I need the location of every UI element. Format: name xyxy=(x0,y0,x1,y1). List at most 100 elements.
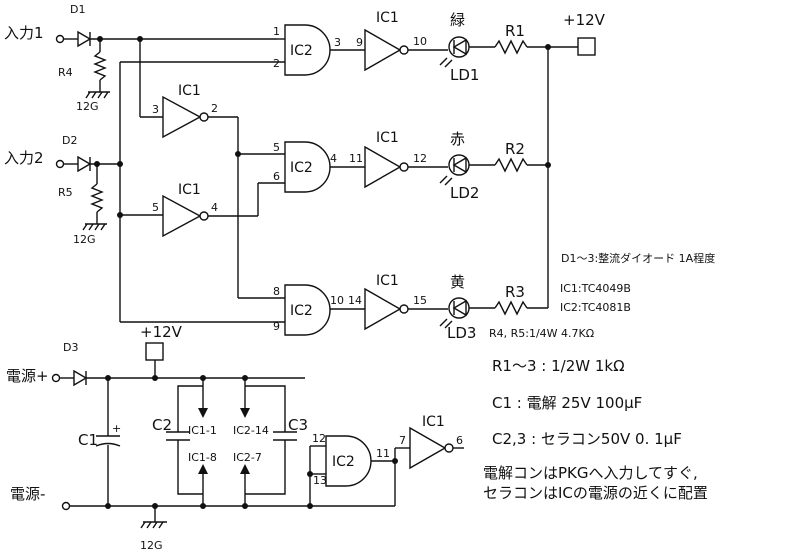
led-ld3-color: 黄 xyxy=(450,273,465,291)
ground-symbol-1 xyxy=(85,91,110,99)
diode-d3 xyxy=(73,369,88,387)
power-minus-label: 電源- xyxy=(10,485,45,503)
r45-spec-note: R4, R5:1/4W 4.7KΩ xyxy=(489,327,594,340)
d2-label: D2 xyxy=(62,134,77,147)
inverter-out-3-label: IC1 xyxy=(376,273,399,289)
led-ld1 xyxy=(439,36,470,68)
r3-label: R3 xyxy=(505,283,525,301)
inverter-in-2-label: IC1 xyxy=(178,182,201,198)
c1-label: C1 xyxy=(78,431,98,449)
pin-label: 15 xyxy=(413,294,427,307)
led-ld2-color: 赤 xyxy=(450,130,465,148)
c23-spec-note: C2,3 : セラコン50V 0. 1μF xyxy=(492,430,682,448)
diode-spec-note: D1〜3:整流ダイオード 1A程度 xyxy=(561,251,715,265)
inverter-out-3 xyxy=(364,287,402,331)
and-gate-4-label: IC2 xyxy=(332,454,355,470)
r4-label: R4 xyxy=(58,66,73,79)
pin-label: 4 xyxy=(330,152,337,165)
resistor-r2 xyxy=(494,157,528,173)
input2-terminal xyxy=(55,159,65,169)
led-ld1-label: LD1 xyxy=(450,66,479,84)
pin-label: 6 xyxy=(273,170,280,183)
pin-label: 2 xyxy=(211,102,218,115)
inverter-out-2 xyxy=(364,145,402,189)
pin-label: 3 xyxy=(152,103,159,116)
ic1-vss-label: IC1-8 xyxy=(188,451,217,464)
pin-label: 9 xyxy=(356,36,363,49)
inverter-out-1-label: IC1 xyxy=(376,10,399,26)
pin-label: 12 xyxy=(413,152,427,165)
power-plus-label: 電源+ xyxy=(6,367,49,385)
pin-label: 11 xyxy=(376,447,390,460)
and-gate-1 xyxy=(284,24,331,76)
supply-label-bottom: +12V xyxy=(140,323,183,341)
pin-label: 5 xyxy=(273,141,280,154)
ic2-spec-note: IC2:TC4081B xyxy=(560,301,631,314)
c1-spec-note: C1 : 電解 25V 100μF xyxy=(492,394,642,412)
and-gate-3-label: IC2 xyxy=(290,303,313,319)
r5-label: R5 xyxy=(58,186,73,199)
c3-label: C3 xyxy=(288,416,308,434)
pin-label: 11 xyxy=(349,152,363,165)
input1-terminal xyxy=(55,34,65,44)
pin-label: 4 xyxy=(211,201,218,214)
input2-label: 入力2 xyxy=(4,149,44,167)
and-gate-2-label: IC2 xyxy=(290,160,313,176)
inverter-in-1-label: IC1 xyxy=(178,83,201,99)
c2-label: C2 xyxy=(152,416,172,434)
resistor-r1 xyxy=(494,39,528,55)
pin-label: 13 xyxy=(313,474,327,487)
pin-label: 10 xyxy=(330,294,344,307)
pin-label: 1 xyxy=(273,25,280,38)
input1-label: 入力1 xyxy=(4,24,44,42)
advice-note-2: セラコンはICの電源の近くに配置 xyxy=(483,484,708,502)
supply-terminal-top xyxy=(577,37,596,56)
power-minus-terminal xyxy=(61,501,71,511)
pin-label: 5 xyxy=(152,201,159,214)
pin-label: 7 xyxy=(399,434,406,447)
inverter-out-2-label: IC1 xyxy=(376,130,399,146)
ground-label-1: 12G xyxy=(76,100,99,113)
pin-label: 8 xyxy=(273,285,280,298)
led-ld3 xyxy=(439,297,470,329)
led-ld3-label: LD3 xyxy=(447,324,476,342)
led-ld2-label: LD2 xyxy=(450,184,479,202)
resistor-r4 xyxy=(93,51,107,81)
pin-label: 12 xyxy=(312,432,326,445)
led-ld2 xyxy=(439,154,470,186)
supply-label-top: +12V xyxy=(563,11,606,29)
d1-label: D1 xyxy=(70,3,85,16)
ground-symbol-3 xyxy=(140,521,167,529)
pin-label: 6 xyxy=(456,434,463,447)
svg-text:+: + xyxy=(112,422,121,435)
inverter-out-1 xyxy=(364,28,402,72)
inverter-in-1 xyxy=(162,95,202,139)
r13-spec-note: R1〜3 : 1/2W 1kΩ xyxy=(492,357,625,375)
power-plus-terminal xyxy=(51,373,61,383)
and-gate-3 xyxy=(284,284,331,336)
r1-label: R1 xyxy=(505,22,525,40)
advice-note-1: 電解コンはPKGへ入力してすぐ, xyxy=(483,464,698,482)
ic1-spec-note: IC1:TC4049B xyxy=(560,282,631,295)
diode-d1 xyxy=(77,30,92,48)
resistor-r3 xyxy=(494,300,528,316)
resistor-r5 xyxy=(90,183,104,213)
d3-label: D3 xyxy=(63,341,78,354)
pin-label: 3 xyxy=(334,36,341,49)
inverter-final xyxy=(409,426,447,470)
pin-label: 2 xyxy=(273,57,280,70)
inverter-final-label: IC1 xyxy=(422,414,445,430)
inverter-in-2 xyxy=(162,194,202,238)
and-gate-4 xyxy=(325,435,372,487)
r2-label: R2 xyxy=(505,140,525,158)
and-gate-1-label: IC2 xyxy=(290,43,313,59)
supply-terminal-bottom xyxy=(145,342,164,361)
capacitor-c1: + xyxy=(95,422,121,447)
diode-d2 xyxy=(77,155,92,173)
ground-label-2: 12G xyxy=(73,233,96,246)
ic2-vdd-label: IC2-14 xyxy=(233,424,269,437)
pin-label: 14 xyxy=(348,294,362,307)
led-ld1-color: 緑 xyxy=(450,11,465,29)
ic1-vdd-label: IC1-1 xyxy=(188,424,217,437)
